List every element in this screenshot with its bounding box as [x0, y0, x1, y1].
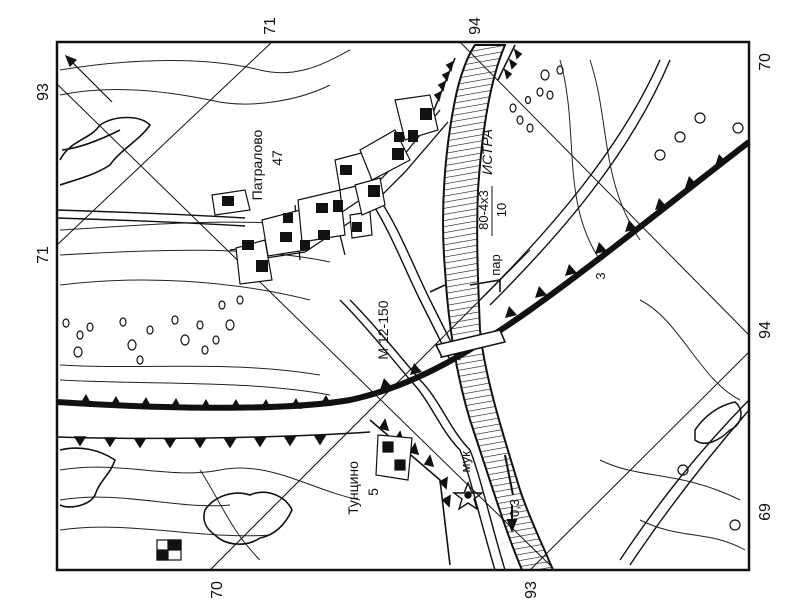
village-tuntsino [375, 434, 413, 481]
grid-label-70-bottom: 70 [209, 581, 226, 599]
mill-label: мук. [458, 448, 473, 473]
current-arrow [504, 454, 518, 533]
grid-label-94-top: 94 [467, 17, 484, 35]
river-name: ИСТРА [479, 129, 495, 175]
ferry-capacity: 10 [494, 203, 509, 217]
grid-label-94-right: 94 [757, 321, 774, 339]
current-speed-label: 0,3 [507, 499, 522, 517]
road-label: М 12-150 [375, 300, 391, 359]
contour-lines [59, 49, 746, 561]
grid-labels: 93 71 94 70 71 70 93 94 69 [35, 17, 774, 599]
grid-label-93-bottom: 93 [523, 581, 540, 599]
ferry-crossing [429, 279, 501, 293]
mill-icon [451, 481, 485, 511]
grid-label-70-right: 70 [757, 53, 774, 71]
railway [56, 139, 751, 411]
village-houses-patralovo: 47 [269, 150, 285, 166]
village-houses-tuntsino: 5 [365, 488, 381, 496]
forest-patch-north [59, 116, 152, 186]
forest-patch-south [59, 447, 293, 545]
village-name-patralovo: Патралово [249, 129, 265, 200]
shrub-symbols [62, 65, 744, 531]
ferry-label: пар [488, 254, 503, 276]
embankment-road [56, 431, 371, 449]
istra-river [442, 44, 555, 571]
bridge [434, 329, 507, 358]
map-annotations: Патралово 47 Тунцино 5 М 12-150 ИСТРА па… [249, 129, 608, 517]
ferry-spec: 80-4х3 [476, 190, 491, 230]
grid-label-71-left: 71 [35, 246, 52, 264]
grid-label-69-right: 69 [757, 503, 774, 521]
north-arrow [64, 54, 113, 103]
railway-tracks-label: 3 [593, 272, 608, 279]
landmark-icon [156, 539, 182, 561]
grid-label-93-top: 93 [35, 83, 52, 101]
village-patralovo-blocks [211, 94, 439, 285]
grid-label-71-top: 71 [262, 17, 279, 35]
roads [56, 59, 750, 571]
village-patralovo-buildings [222, 108, 432, 272]
village-name-tuntsino: Тунцино [345, 461, 361, 515]
